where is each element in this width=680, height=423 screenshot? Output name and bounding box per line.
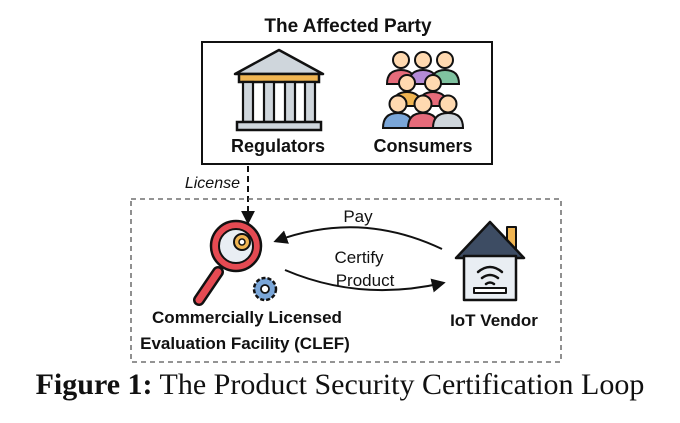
license-label: License [185,175,240,192]
regulators-label: Regulators [231,136,325,156]
iot-vendor-label: IoT Vendor [450,311,538,330]
certify-product-arrow [284,269,446,293]
pay-label: Pay [343,207,373,226]
smart-home-wifi-icon [454,220,526,302]
certify-label: Certify [334,248,384,267]
figure-caption-text: The Product Security Certification Loop [159,368,645,401]
people-group-icon [381,51,465,129]
magnifier-gears-icon [193,219,278,306]
figure-caption-prefix: Figure 1: [35,368,153,401]
consumers-label: Consumers [373,136,472,156]
figure-caption: Figure 1: The Product Security Certifica… [0,368,680,402]
clef-label-line1: Commercially Licensed [152,308,342,327]
pay-arrow [273,226,443,250]
clef-label-line2: Evaluation Facility (CLEF) [140,334,350,353]
product-label: Product [336,271,395,290]
government-building-icon [233,48,325,132]
affected-party-box [201,41,493,165]
affected-party-title: The Affected Party [264,16,432,37]
